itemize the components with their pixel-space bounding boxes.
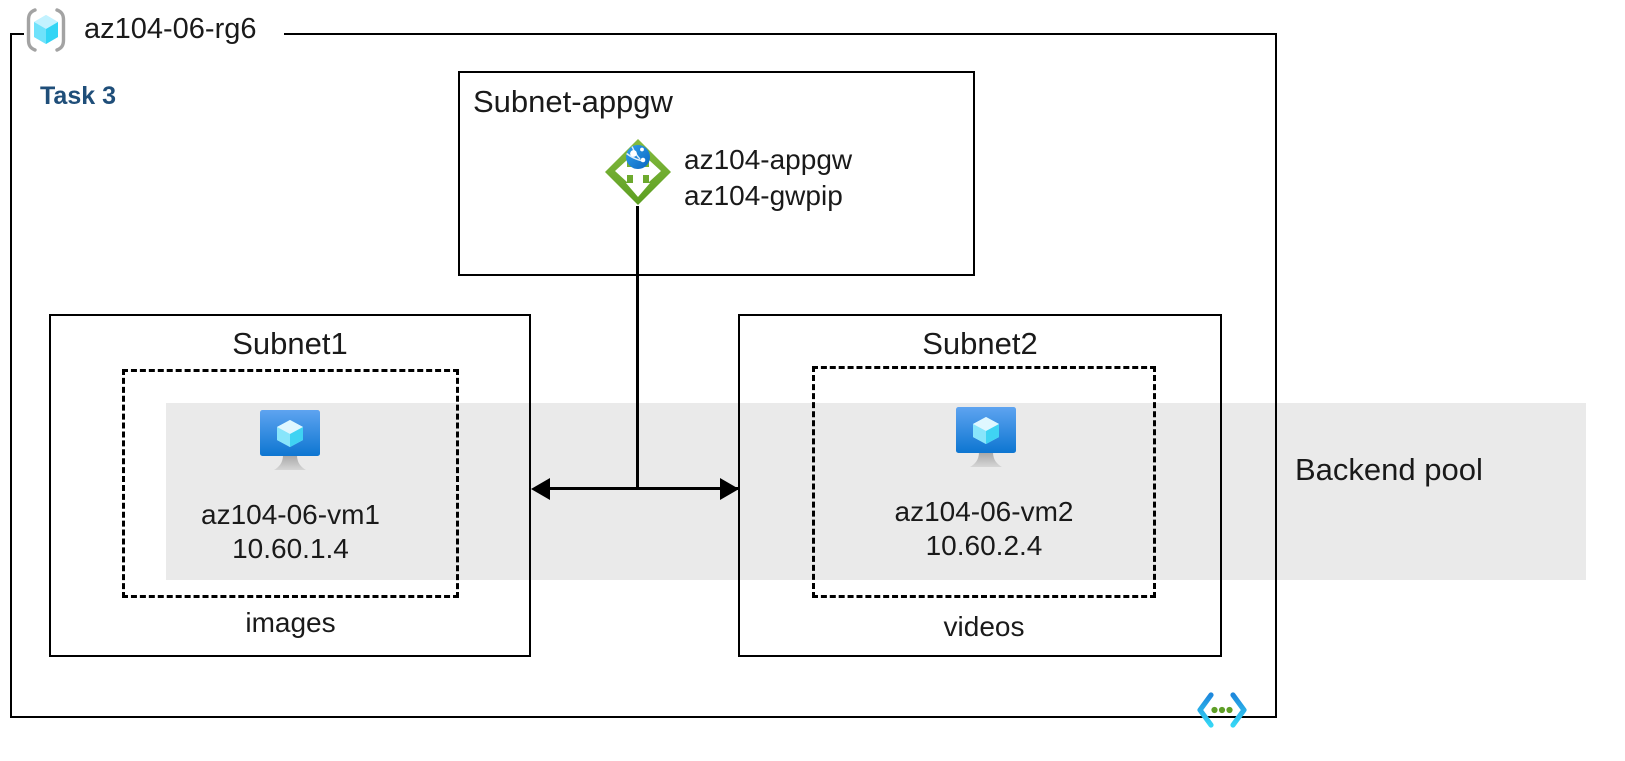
subnet2-box (738, 314, 1222, 657)
connector-horizontal-line (535, 487, 739, 490)
subnet1-group-caption: images (245, 607, 336, 638)
virtual-machine-icon (949, 402, 1023, 472)
resource-group-title: az104-06-rg6 (84, 13, 257, 45)
subnet1-box (49, 314, 531, 657)
connector-vertical-line (636, 206, 639, 489)
resource-group-border-top-stub (10, 33, 24, 35)
appgw-public-ip-name: az104-gwpip (684, 179, 843, 211)
connector-arrow-left (531, 478, 550, 500)
backend-pool-band (166, 403, 1586, 580)
subnet-appgw-title: Subnet-appgw (473, 84, 673, 119)
connector-arrow-right (720, 478, 739, 500)
resource-group-cube-icon (22, 6, 70, 54)
application-gateway-icon (602, 136, 674, 208)
vm2-labels: az104-06-vm2 10.60.2.4 (812, 495, 1156, 563)
application-gateway-labels: az104-appgw az104-gwpip (684, 142, 852, 214)
subnet1-resource-group-dashed-box (122, 369, 459, 598)
virtual-machine-icon (253, 405, 327, 475)
appgw-resource-name: az104-appgw (684, 144, 853, 175)
vm1-name: az104-06-vm1 (201, 499, 380, 530)
vm2-ip: 10.60.2.4 (925, 530, 1043, 562)
resource-group-border-top (284, 33, 1277, 35)
vm1-labels: az104-06-vm1 10.60.1.4 (122, 498, 459, 566)
resource-group-border-left (10, 33, 12, 718)
vm1-ip: 10.60.1.4 (232, 533, 349, 565)
resource-group-border-right (1275, 33, 1277, 718)
task-label: Task 3 (40, 82, 116, 110)
subnet-appgw-box (458, 71, 975, 276)
subnet2-resource-group-dashed-box (812, 366, 1156, 598)
backend-pool-label: Backend pool (1295, 452, 1483, 487)
resource-group-border-bottom (10, 716, 1277, 718)
script-code-icon (1196, 692, 1248, 728)
subnet1-title: Subnet1 (232, 326, 348, 361)
vm2-name: az104-06-vm2 (894, 496, 1074, 527)
subnet2-group-caption: videos (943, 611, 1025, 642)
subnet2-title: Subnet2 (922, 326, 1038, 361)
